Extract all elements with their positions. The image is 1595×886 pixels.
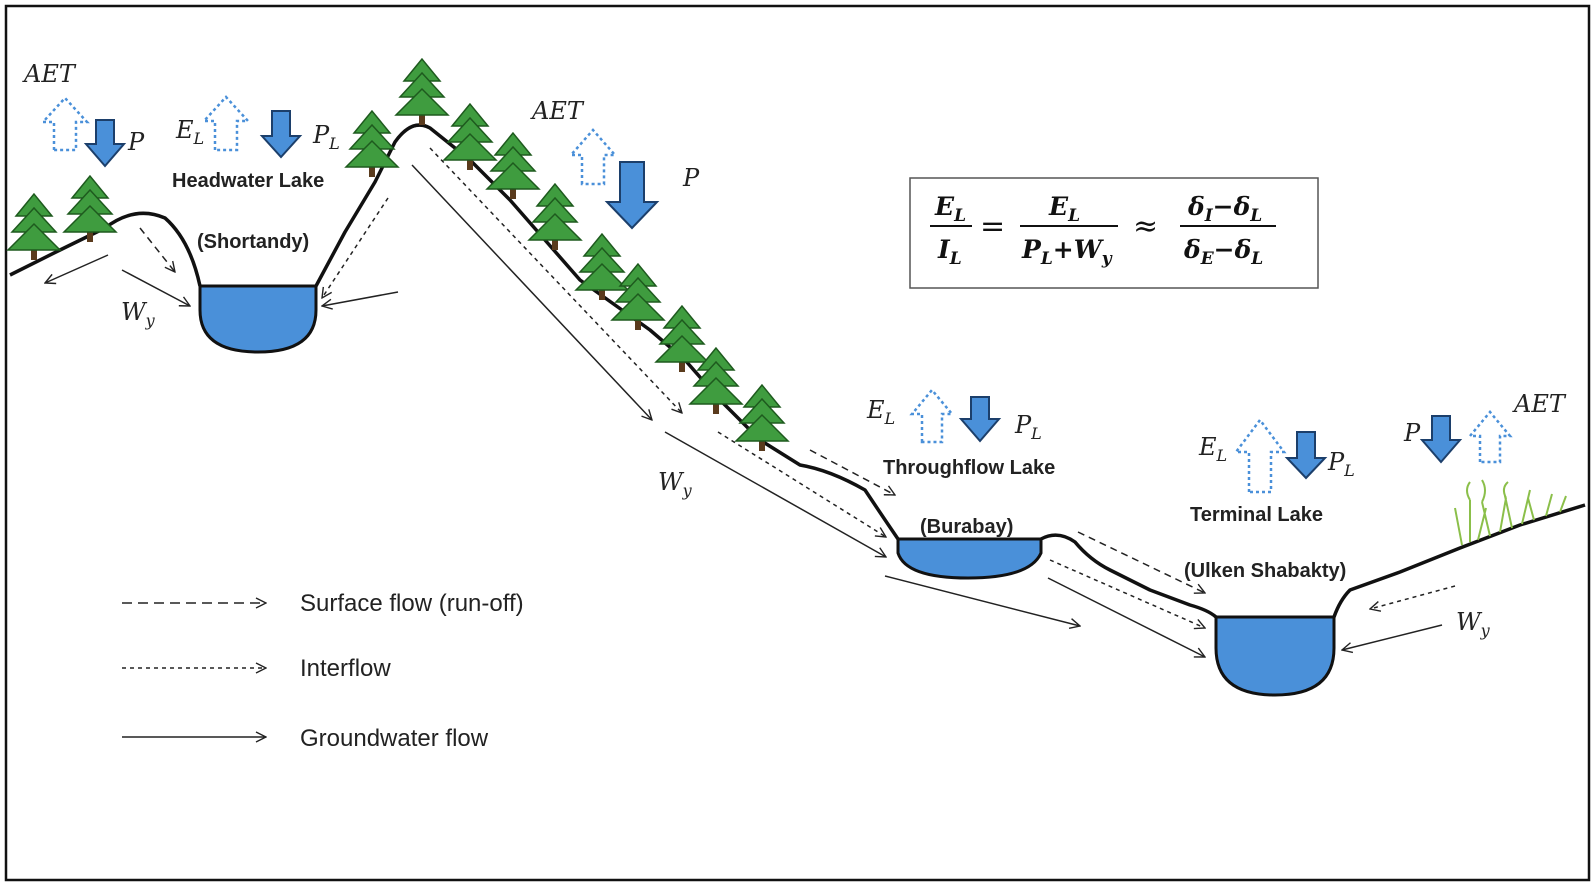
el-label-2: EL [866,396,895,428]
pl-down-arrow-2 [958,396,1002,443]
headwater-lake-name: Headwater Lake [172,170,324,192]
throughflow-lake-name: Throughflow Lake [883,457,1055,479]
throughflow-lake-water [896,537,1043,580]
headwater-lake-place: (Shortandy) [197,231,309,253]
aet-up-arrow-3 [1467,410,1513,464]
wy-label-1: Wy [121,298,156,330]
groundwater-arrow [322,291,399,306]
wy-label-2: Wy [658,468,693,500]
pl-label-1: PL [312,121,340,153]
p-label-2: P [682,164,700,192]
headwater-lake-water [198,284,318,354]
legend-interflow-label: Interflow [300,655,391,682]
p-down-arrow-1 [83,119,127,168]
interflow-arrow [1370,585,1456,609]
pl-label-2: PL [1014,411,1042,443]
interflow-arrow [429,147,682,413]
surface-arrow [809,449,895,495]
groundwater-arrow [1342,624,1443,650]
eq-rhs-num: δI−δL [1187,192,1262,226]
groundwater-arrow [664,431,886,557]
el-up-arrow-1 [201,95,251,152]
surface-arrow [139,227,175,272]
aet-label-3: AET [1512,390,1567,418]
terminal-lake-name: Terminal Lake [1190,504,1323,526]
p-down-arrow-2 [604,161,660,230]
eq-lhs-num: EL [934,192,966,226]
el-up-arrow-3 [1233,417,1287,494]
throughflow-lake-place: (Burabay) [920,516,1013,538]
p-label-3: P [1403,419,1421,447]
evaporation-arrows [40,95,1513,494]
grass [1454,479,1567,546]
el-label-3: EL [1198,433,1227,465]
eq-equals: = [980,209,1005,244]
terminal-lake-place: (Ulken Shabakty) [1184,560,1346,582]
flux-labels: AET P EL PL Wy AET P Wy EL PL EL PL P AE… [22,60,1567,640]
pl-label-3: PL [1327,448,1355,480]
interflow-arrow [717,431,886,537]
pl-down-arrow-1 [259,110,303,159]
lake-labels: Headwater Lake (Shortandy) Throughflow L… [172,170,1346,582]
eq-approx: ≈ [1133,209,1158,244]
frame-border [4,4,1591,882]
interflow-arrow [322,197,389,298]
equation-box [909,177,1319,289]
el-up-arrow-2 [909,388,955,444]
p-down-arrow-3 [1419,415,1463,464]
legend-surface-label: Surface flow (run-off) [300,590,524,617]
legend: Surface flow (run-off) Interflow Groundw… [122,590,524,752]
groundwater-arrow [1047,577,1205,657]
legend-groundwater-label: Groundwater flow [300,725,489,752]
aet-label-2: AET [530,97,585,125]
groundwater-arrow [45,254,109,283]
groundwater-arrow [884,575,1080,626]
flow-arrows [45,147,1456,657]
groundwater-arrow [121,269,190,306]
aet-up-arrow-1 [40,96,90,152]
aet-up-arrow-2 [568,128,618,186]
terminal-lake-water [1214,615,1336,697]
wy-label-3: Wy [1456,608,1491,640]
eq-mid-den: PL+Wy [1021,235,1113,269]
eq-mid-num: EL [1048,192,1080,226]
mass-balance-equation: EL IL = EL PL+Wy ≈ δI−δL δE−δL [909,177,1319,289]
el-label-1: EL [175,116,204,148]
groundwater-arrow [411,164,652,420]
p-label-1: P [127,128,145,156]
precipitation-arrows [83,110,1463,480]
eq-rhs-den: δE−δL [1183,235,1263,269]
pl-down-arrow-3 [1284,431,1328,480]
aet-label-1: AET [22,60,77,88]
eq-lhs-den: IL [937,235,962,269]
